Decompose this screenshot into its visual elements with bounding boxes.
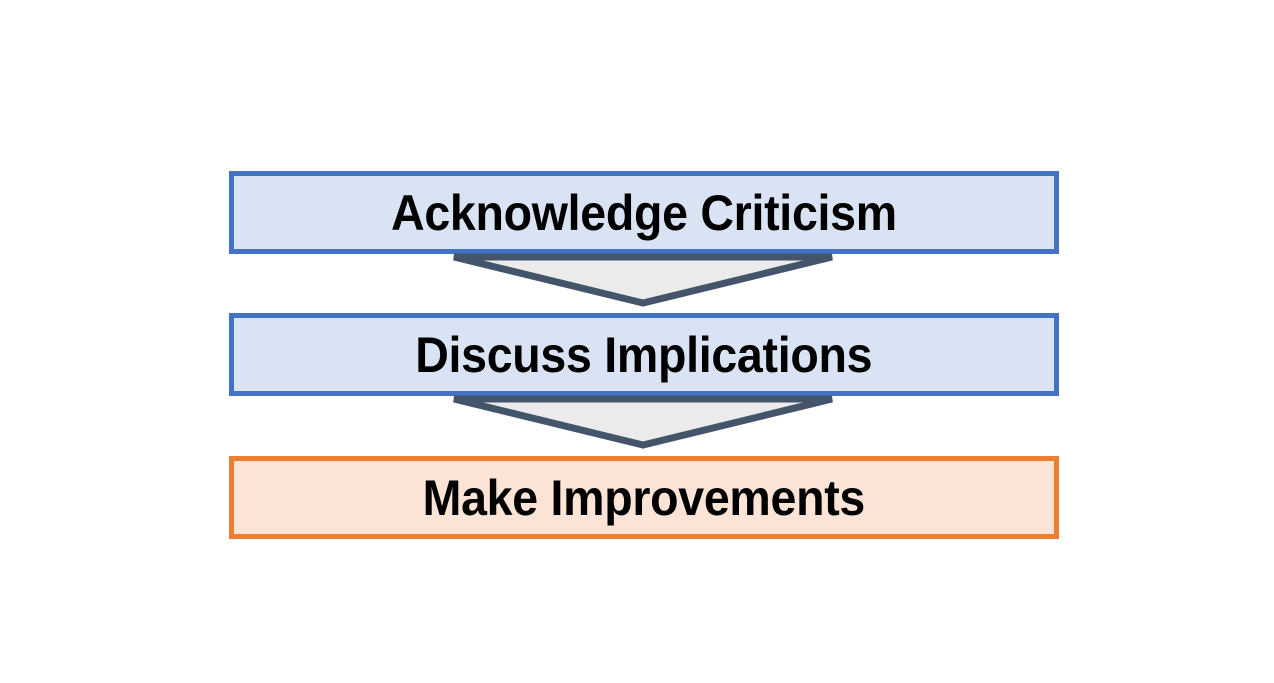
connector-arrow-down-1: [452, 253, 834, 307]
flow-node-acknowledge-criticism[interactable]: Acknowledge Criticism: [229, 171, 1059, 254]
down-arrow-icon: [453, 253, 833, 307]
flow-node-label: Acknowledge Criticism: [391, 184, 897, 241]
flow-node-discuss-implications[interactable]: Discuss Implications: [229, 313, 1059, 396]
flow-node-label: Make Improvements: [422, 469, 866, 526]
connector-arrow-down-2: [452, 395, 834, 449]
flow-node-label: Discuss Implications: [415, 326, 873, 383]
down-arrow-icon: [453, 395, 833, 449]
flow-node-make-improvements[interactable]: Make Improvements: [229, 456, 1059, 539]
